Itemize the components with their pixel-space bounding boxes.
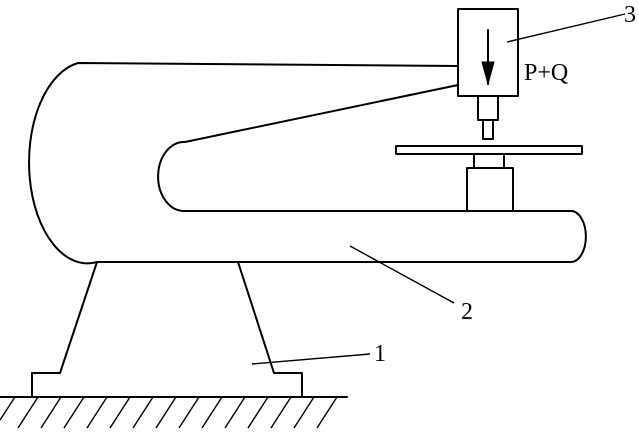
c-frame [28,62,587,265]
label-frame: 2 [461,299,473,325]
table-support [466,167,514,212]
punch-tip [482,119,494,140]
arrow-down-icon [481,29,495,86]
work-table [395,145,583,155]
leader-line-3 [506,13,626,43]
label-ram: 3 [624,2,636,28]
label-base: 1 [374,341,386,367]
base-pedestal [31,261,303,398]
leader-line-1 [251,353,371,365]
leader-line-2 [349,245,455,304]
label-force: P+Q [524,60,568,86]
table-neck [473,153,505,169]
ground-hatching-icon [0,396,348,429]
punch-holder [477,95,499,121]
